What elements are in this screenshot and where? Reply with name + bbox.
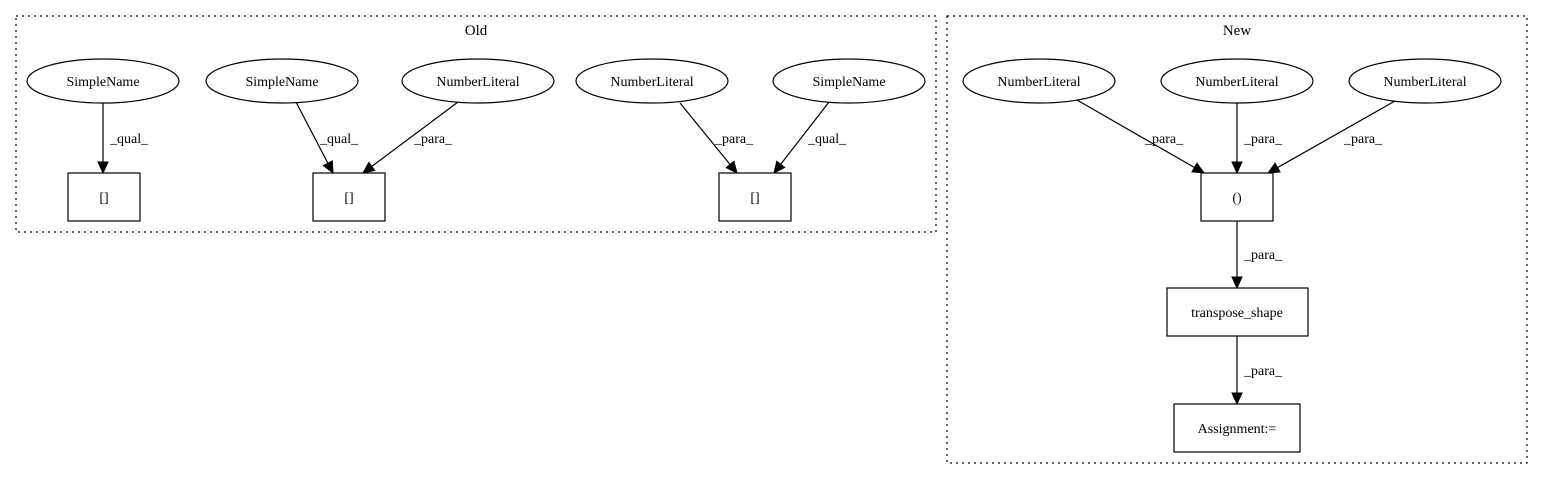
node-new-transpose-shape[interactable]: transpose_shape — [1166, 287, 1309, 337]
edge-new_transpose-to-new_assign: _para_ — [1231, 336, 1283, 406]
node-new-tuple[interactable]: () — [1200, 172, 1274, 222]
node-label: transpose_shape — [1191, 306, 1283, 321]
edge-label: _para_ — [1144, 132, 1184, 147]
arrowhead — [1231, 276, 1243, 290]
edge-line — [1076, 99, 1195, 169]
node-new-numberliteral-3[interactable]: NumberLiteral — [1348, 58, 1502, 104]
node-label: [] — [344, 191, 353, 206]
node-old-simplename-1[interactable]: SimpleName — [26, 58, 180, 104]
edge-line — [679, 102, 731, 165]
edge-label: _para_ — [1243, 132, 1283, 147]
node-old-numberliteral-1[interactable]: NumberLiteral — [401, 58, 555, 104]
node-label: NumberLiteral — [1195, 75, 1278, 90]
node-old-index-1[interactable]: [] — [67, 172, 141, 222]
edge-line — [1277, 100, 1396, 169]
arrowhead — [725, 160, 738, 174]
edge-line — [295, 101, 329, 164]
node-label: Assignment:= — [1198, 422, 1277, 437]
node-label: [] — [750, 191, 759, 206]
arrowhead — [97, 161, 109, 175]
edge-old_nl2-to-old_idx3: _para_ — [679, 102, 754, 174]
cluster-new-label: New — [1223, 23, 1251, 39]
arrowhead — [1231, 392, 1243, 406]
node-label: SimpleName — [245, 75, 318, 90]
edge-old_nl1-to-old_idx2: _para_ — [362, 101, 459, 174]
edge-label: _qual_ — [109, 132, 149, 147]
edge-new_nl1-to-new_tuple: _para_ — [1076, 99, 1206, 174]
edge-label: _para_ — [714, 132, 754, 147]
node-old-numberliteral-2[interactable]: NumberLiteral — [575, 58, 729, 104]
arrowhead — [362, 161, 376, 174]
edge-new_tuple-to-new_transpose: _para_ — [1231, 221, 1283, 290]
edge-label: _para_ — [1243, 248, 1283, 263]
arrowhead — [1191, 162, 1206, 174]
edge-line — [371, 101, 459, 167]
node-new-numberliteral-1[interactable]: NumberLiteral — [962, 58, 1116, 104]
edges-layer: _qual_ _qual_ _para_ _para_ _qual_ _para_ _par… — [97, 99, 1396, 406]
node-label: [] — [99, 191, 108, 206]
edge-label: _qual_ — [807, 132, 847, 147]
edge-label: _para_ — [1243, 364, 1283, 379]
arrowhead — [773, 160, 786, 174]
arrowhead — [1266, 162, 1281, 174]
node-label: NumberLiteral — [436, 75, 519, 90]
node-new-numberliteral-2[interactable]: NumberLiteral — [1160, 58, 1314, 104]
node-label: NumberLiteral — [997, 75, 1080, 90]
node-new-assignment[interactable]: Assignment:= — [1173, 403, 1301, 453]
node-label: SimpleName — [66, 75, 139, 90]
cluster-new: New — [946, 15, 1528, 464]
arrowhead — [322, 160, 334, 175]
node-label: SimpleName — [812, 75, 885, 90]
edge-new_nl2-to-new_tuple: _para_ — [1231, 103, 1283, 175]
node-label: () — [1232, 191, 1242, 206]
edge-label: _para_ — [413, 132, 453, 147]
edge-line — [780, 101, 830, 165]
edge-old_sn1-to-old_idx1: _qual_ — [97, 103, 149, 175]
edge-new_nl3-to-new_tuple: _para_ — [1266, 100, 1396, 174]
node-old-simplename-3[interactable]: SimpleName — [772, 58, 926, 104]
node-old-index-3[interactable]: [] — [718, 172, 792, 222]
arrowhead — [1231, 161, 1243, 175]
cluster-old-label: Old — [465, 23, 488, 39]
node-label: NumberLiteral — [1383, 75, 1466, 90]
edge-old_sn3-to-old_idx3: _qual_ — [773, 101, 847, 174]
node-old-simplename-2[interactable]: SimpleName — [205, 58, 359, 104]
edge-label: _para_ — [1343, 132, 1383, 147]
edge-label: _qual_ — [319, 132, 359, 147]
edge-old_sn2-to-old_idx2: _qual_ — [295, 101, 359, 175]
node-old-index-2[interactable]: [] — [312, 172, 386, 222]
cluster-old: Old — [15, 15, 937, 233]
node-label: NumberLiteral — [610, 75, 693, 90]
